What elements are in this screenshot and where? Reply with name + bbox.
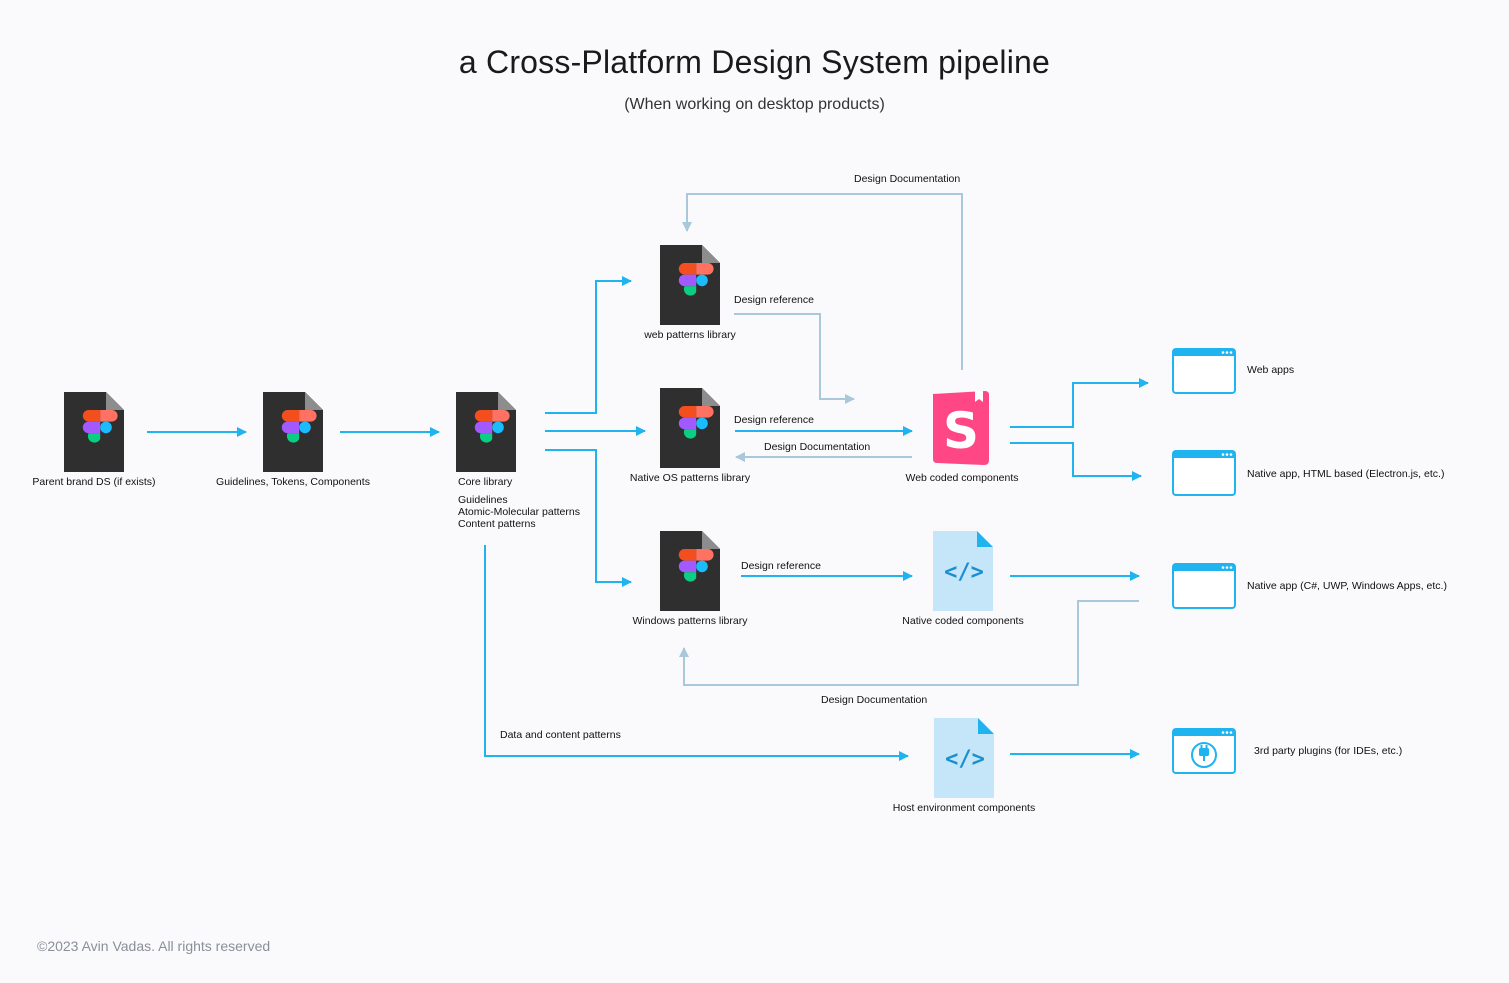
copyright-footer: ©2023 Avin Vadas. All rights reserved (37, 938, 271, 954)
native-app-label: Native app (C#, UWP, Windows Apps, etc.) (1247, 580, 1447, 592)
arrow-native-app-to-windows-doc (679, 600, 1139, 686)
native-coded-code-file-icon (933, 531, 993, 611)
storybook-icon (933, 391, 989, 465)
web-apps-browser-window-icon (1172, 348, 1236, 394)
native-app-browser-window-icon (1172, 563, 1236, 609)
page-title: a Cross-Platform Design System pipeline (458, 44, 1051, 80)
web-coded-label: Web coded components (905, 472, 1019, 484)
arrow-web-coded-to-native-html (1010, 442, 1142, 481)
core-detail-guidelines: Guidelines (458, 494, 508, 506)
arrow-web-coded-to-web-apps (1010, 378, 1149, 428)
web-patterns-figma-file-icon (660, 245, 720, 325)
native-os-label: Native OS patterns library (629, 472, 751, 484)
arrow-core-to-web-patterns (545, 276, 632, 414)
native-html-label: Native app, HTML based (Electron.js, etc… (1247, 468, 1445, 480)
parent-ds-label: Parent brand DS (if exists) (32, 476, 156, 488)
edge-label-design-ref-native: Design reference (734, 414, 814, 426)
primary-arrows (147, 276, 1149, 761)
plugins-plugin-window-icon (1172, 728, 1236, 774)
documentation-arrows (679, 193, 1139, 686)
native-coded-label: Native coded components (902, 615, 1024, 627)
guidelines-figma-file-icon (263, 392, 323, 472)
edge-label-data-content: Data and content patterns (500, 729, 621, 741)
core-label: Core library (458, 476, 513, 488)
core-detail-content: Content patterns (458, 518, 536, 530)
windows-figma-file-icon (660, 531, 720, 611)
plugins-label: 3rd party plugins (for IDEs, etc.) (1254, 745, 1403, 757)
guidelines-label: Guidelines, Tokens, Components (216, 476, 370, 488)
edge-label-design-doc-bottom: Design Documentation (821, 694, 928, 706)
plug-icon (1191, 742, 1217, 768)
parent-ds-figma-file-icon (64, 392, 124, 472)
edge-label-design-doc-mid: Design Documentation (764, 441, 871, 453)
web-apps-label: Web apps (1247, 364, 1295, 376)
core-detail-atomic: Atomic-Molecular patterns (458, 506, 580, 518)
edge-label-design-doc-top: Design Documentation (854, 173, 961, 185)
native-os-figma-file-icon (660, 388, 720, 468)
page-subtitle: (When working on desktop products) (624, 96, 885, 113)
edge-label-design-ref-windows: Design reference (741, 560, 821, 572)
native-html-browser-window-icon (1172, 450, 1236, 496)
web-patterns-label: web patterns library (644, 329, 736, 341)
arrow-core-to-windows (545, 449, 632, 587)
host-env-label: Host environment components (892, 802, 1036, 814)
arrow-core-to-host-env (484, 545, 909, 761)
arrow-web-patterns-to-web-coded-ref (734, 313, 855, 404)
host-env-code-file-icon (934, 718, 994, 798)
arrow-web-coded-to-web-patterns-doc (682, 193, 963, 370)
edge-label-design-ref-web: Design reference (734, 294, 814, 306)
core-figma-file-icon (456, 392, 516, 472)
windows-patterns-label: Windows patterns library (632, 615, 748, 627)
